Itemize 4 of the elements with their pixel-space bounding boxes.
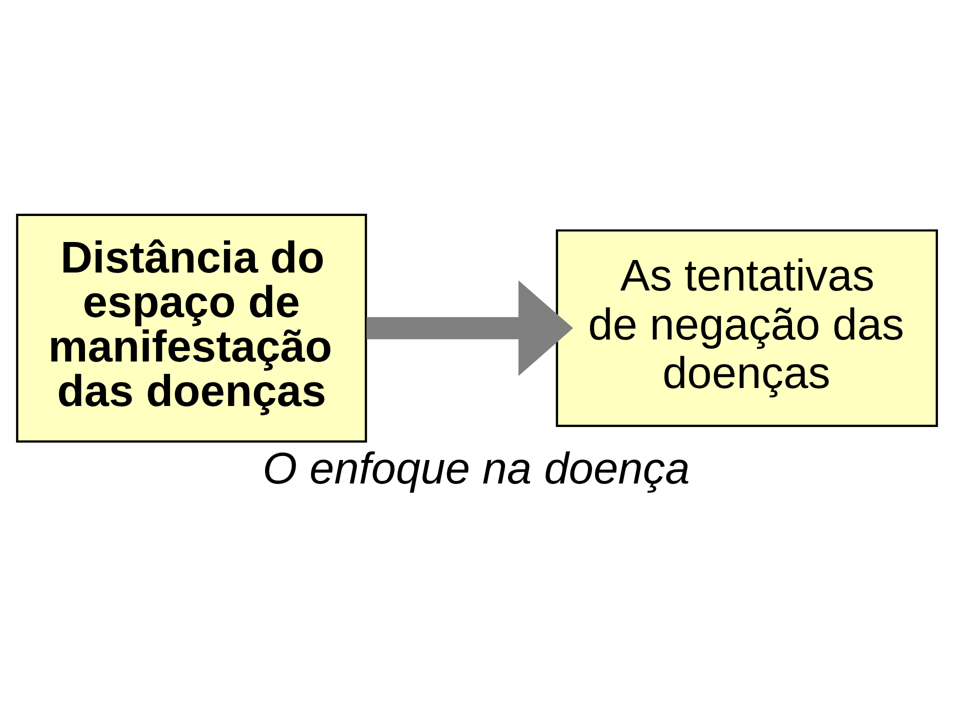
node-box: As tentativas de negação das doenças — [556, 229, 938, 428]
arrow — [366, 280, 574, 376]
caption: O enfoque na doença — [262, 444, 690, 494]
node-box: Distância do espaço de manifestação das doenças — [16, 214, 368, 443]
